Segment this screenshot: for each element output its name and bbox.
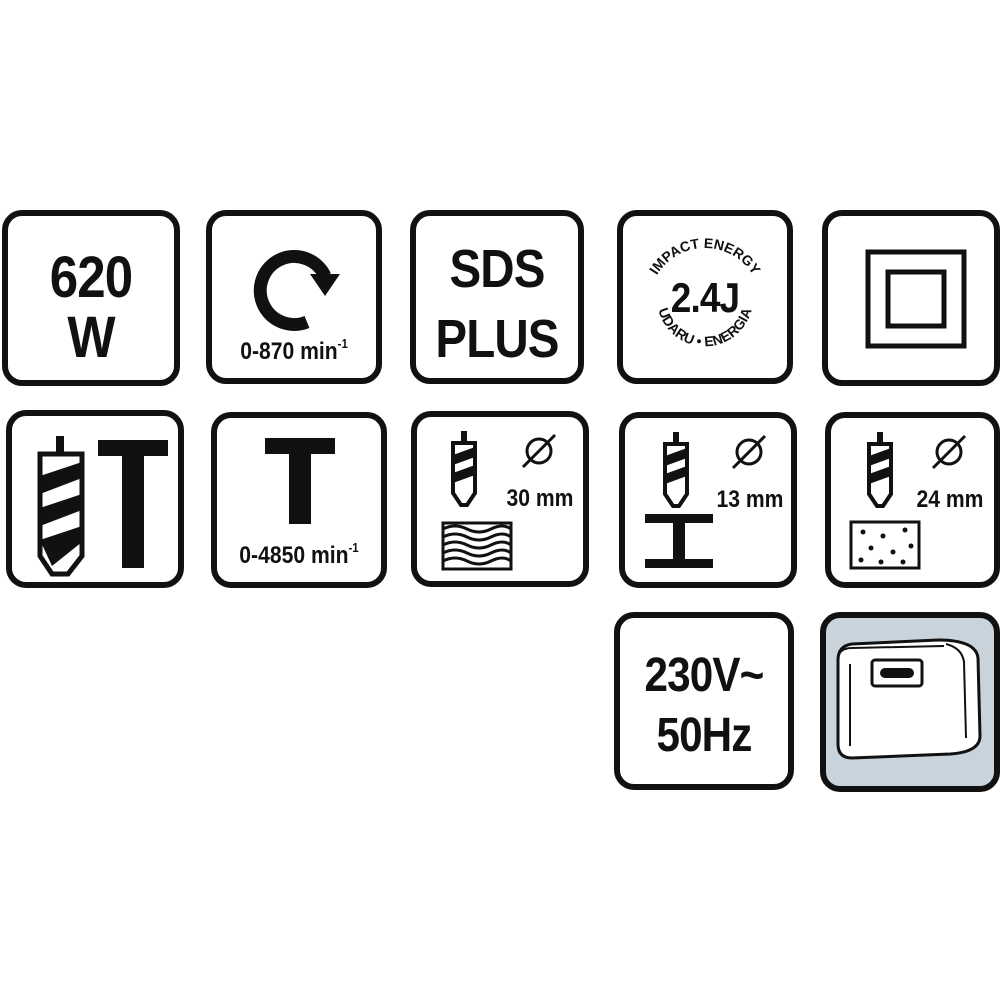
class-ii-tile [822,210,1000,386]
wood-drill-icon [441,431,557,571]
double-square-icon [865,249,967,349]
sds-plus-tile: SDS PLUS [410,210,584,384]
power-unit: W [67,305,115,370]
impact-rate-tile: 0-4850 min-1 [211,412,387,588]
carry-case-tile [820,612,1000,792]
rotation-speed-label: 0-870 min-1 [240,336,348,365]
impact-energy-seal: IMPACT ENERGY UDARU • ENERGIA [646,235,764,350]
concrete-diameter: 24 mm [916,486,984,513]
svg-text:IMPACT ENERGY: IMPACT ENERGY [646,235,764,278]
i-beam-icon [645,514,713,568]
hammer-icon [265,438,335,524]
sds-line1: SDS [449,239,545,299]
wood-diameter: 30 mm [506,485,574,512]
impact-energy-tile: IMPACT ENERGY UDARU • ENERGIA 2.4J [617,210,793,384]
hammer-drill-mode-tile [6,410,184,588]
voltage-line2: 50Hz [656,709,752,762]
steel-capacity-tile: 13 mm [619,412,797,588]
rotation-arrow-icon [253,250,340,331]
voltage-tile: 230V~ 50Hz [614,612,794,790]
concrete-drill-icon [849,432,967,570]
drill-bit-hammer-icon [37,436,168,577]
rotation-speed-tile: 0-870 min-1 [206,210,382,384]
sds-line2: PLUS [435,309,559,369]
impact-rate-label: 0-4850 min-1 [239,540,359,569]
steel-diameter: 13 mm [716,486,784,513]
voltage-line1: 230V~ [644,649,765,702]
concrete-capacity-tile: 24 mm [825,412,1000,588]
wood-capacity-tile: 30 mm [411,411,589,587]
carry-case-icon [836,638,982,760]
power-value: 620 [49,245,133,310]
concrete-block-icon [849,520,921,570]
power-tile: 620 W [2,210,180,386]
impact-energy-value: 2.4J [670,274,740,321]
steel-drill-icon [645,432,767,568]
wood-grain-icon [441,521,513,571]
